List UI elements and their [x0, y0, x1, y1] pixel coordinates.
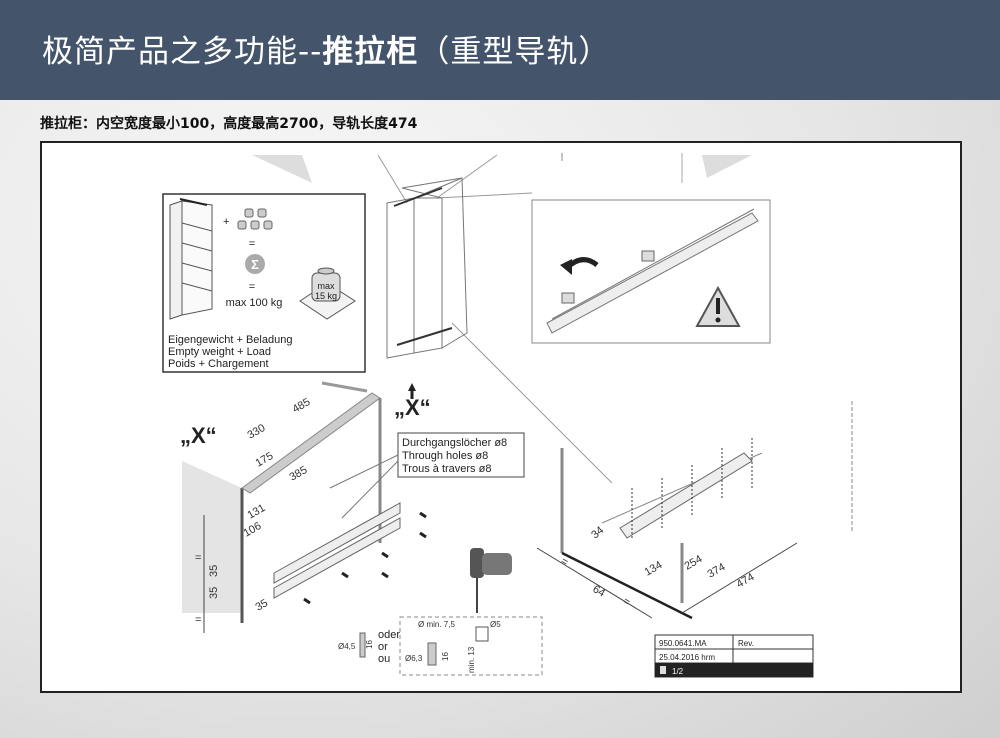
dim-134: 134: [643, 559, 665, 579]
dim-35a: 35: [208, 565, 220, 577]
page-icon: [660, 666, 666, 674]
dim-64: 64: [591, 583, 608, 600]
dim-35c: 35: [254, 597, 271, 614]
or-german: oder: [378, 629, 400, 641]
holes-note-german: Durchgangslöcher ø8: [402, 437, 507, 449]
arrow-up-icon: [408, 383, 416, 391]
warning-icon: [695, 285, 741, 327]
len-16-large: 16: [441, 652, 450, 661]
date-author: 25.04.2016 hrm: [659, 653, 715, 662]
right-mounting-view: [560, 401, 853, 620]
detail-x-marker-left: „X“: [180, 423, 217, 448]
dim-385: 385: [288, 464, 310, 484]
dim-106: 106: [242, 520, 264, 540]
equals-sign: =: [249, 238, 255, 250]
drawing-canvas: + = Σ = max 100 kg max 15 kg Eigengewich…: [162, 153, 853, 678]
detail-x-marker: „X“: [394, 395, 431, 420]
plus-sign: +: [223, 216, 229, 228]
title-prefix: 极简产品之多功能--: [42, 34, 323, 70]
screw-small-icon: [359, 632, 366, 658]
rail-detail-box: [531, 199, 771, 344]
dim-131: 131: [246, 502, 268, 522]
or-french: ou: [378, 653, 390, 665]
slide-title: 极简产品之多功能--推拉柜（重型导轨）: [42, 26, 610, 71]
dim-374: 374: [706, 561, 728, 581]
equals-sign: =: [249, 281, 255, 293]
through-holes-note: Durchgangslöcher ø8 Through holes ø8 Tro…: [329, 432, 525, 519]
cabinet-sketch-icon: [169, 198, 213, 320]
weight-label-max: max: [317, 281, 335, 291]
or-english: or: [378, 641, 388, 653]
drill-icon: [470, 548, 512, 613]
holes-note-english: Through holes ø8: [402, 450, 488, 462]
slide-header: 极简产品之多功能--推拉柜（重型导轨）: [0, 0, 1000, 100]
dim-485: 485: [291, 396, 313, 416]
caption-french: Poids + Chargement: [168, 358, 269, 370]
weights-icon: [237, 208, 273, 230]
rev-label: Rev.: [738, 639, 754, 648]
dim-35b: 35: [208, 587, 220, 599]
equal-mark: =: [559, 555, 571, 569]
weight-platform-icon: [299, 267, 356, 320]
right-dimension-labels: 34 64 134 254 374 474 = =: [536, 524, 798, 619]
installation-drawing: + = Σ = max 100 kg max 15 kg Eigengewich…: [40, 141, 962, 693]
dia-4-5: Ø4,5: [338, 642, 356, 651]
context-lines: [252, 153, 752, 484]
dim-34: 34: [589, 524, 606, 541]
holes-note-french: Trous à travers ø8: [402, 463, 491, 475]
tall-cabinet-sketch: [386, 177, 468, 359]
weight-label-kg: 15 kg: [315, 291, 337, 301]
dia-5: Ø5: [490, 620, 501, 629]
title-block: 950.0641.MA Rev. 25.04.2016 hrm 1/2: [654, 634, 814, 678]
equal-mark: =: [195, 614, 201, 626]
sum-icon: [245, 254, 265, 274]
title-bold: 推拉柜: [322, 34, 419, 70]
screw-detail: Ø4,5 16 oder or ou Ø min. 7,5 Ø6,3 16 Ø5…: [338, 616, 543, 676]
doc-number: 950.0641.MA: [659, 639, 707, 648]
screw-large-icon: [427, 642, 437, 666]
dia-min-7-5: Ø min. 7,5: [418, 620, 455, 629]
equal-mark: =: [195, 552, 201, 564]
dim-254: 254: [683, 553, 705, 573]
max-total-load: max 100 kg: [226, 297, 283, 309]
caption-german: Eigengewicht + Beladung: [168, 334, 292, 346]
dia-6-3: Ø6,3: [405, 654, 423, 663]
len-16-small: 16: [365, 640, 374, 649]
sum-symbol: Σ: [251, 257, 259, 272]
dim-330: 330: [246, 422, 268, 442]
caption-english: Empty weight + Load: [168, 346, 271, 358]
load-info-box: + = Σ = max 100 kg max 15 kg Eigengewich…: [162, 193, 366, 373]
left-mounting-view: [182, 381, 427, 623]
spec-subtitle: 推拉柜：内空宽度最小100，高度最高2700，导轨长度474: [40, 116, 418, 132]
min-depth-13: min. 13: [467, 646, 476, 673]
title-suffix: （重型导轨）: [418, 34, 611, 70]
page-number: 1/2: [672, 667, 684, 676]
